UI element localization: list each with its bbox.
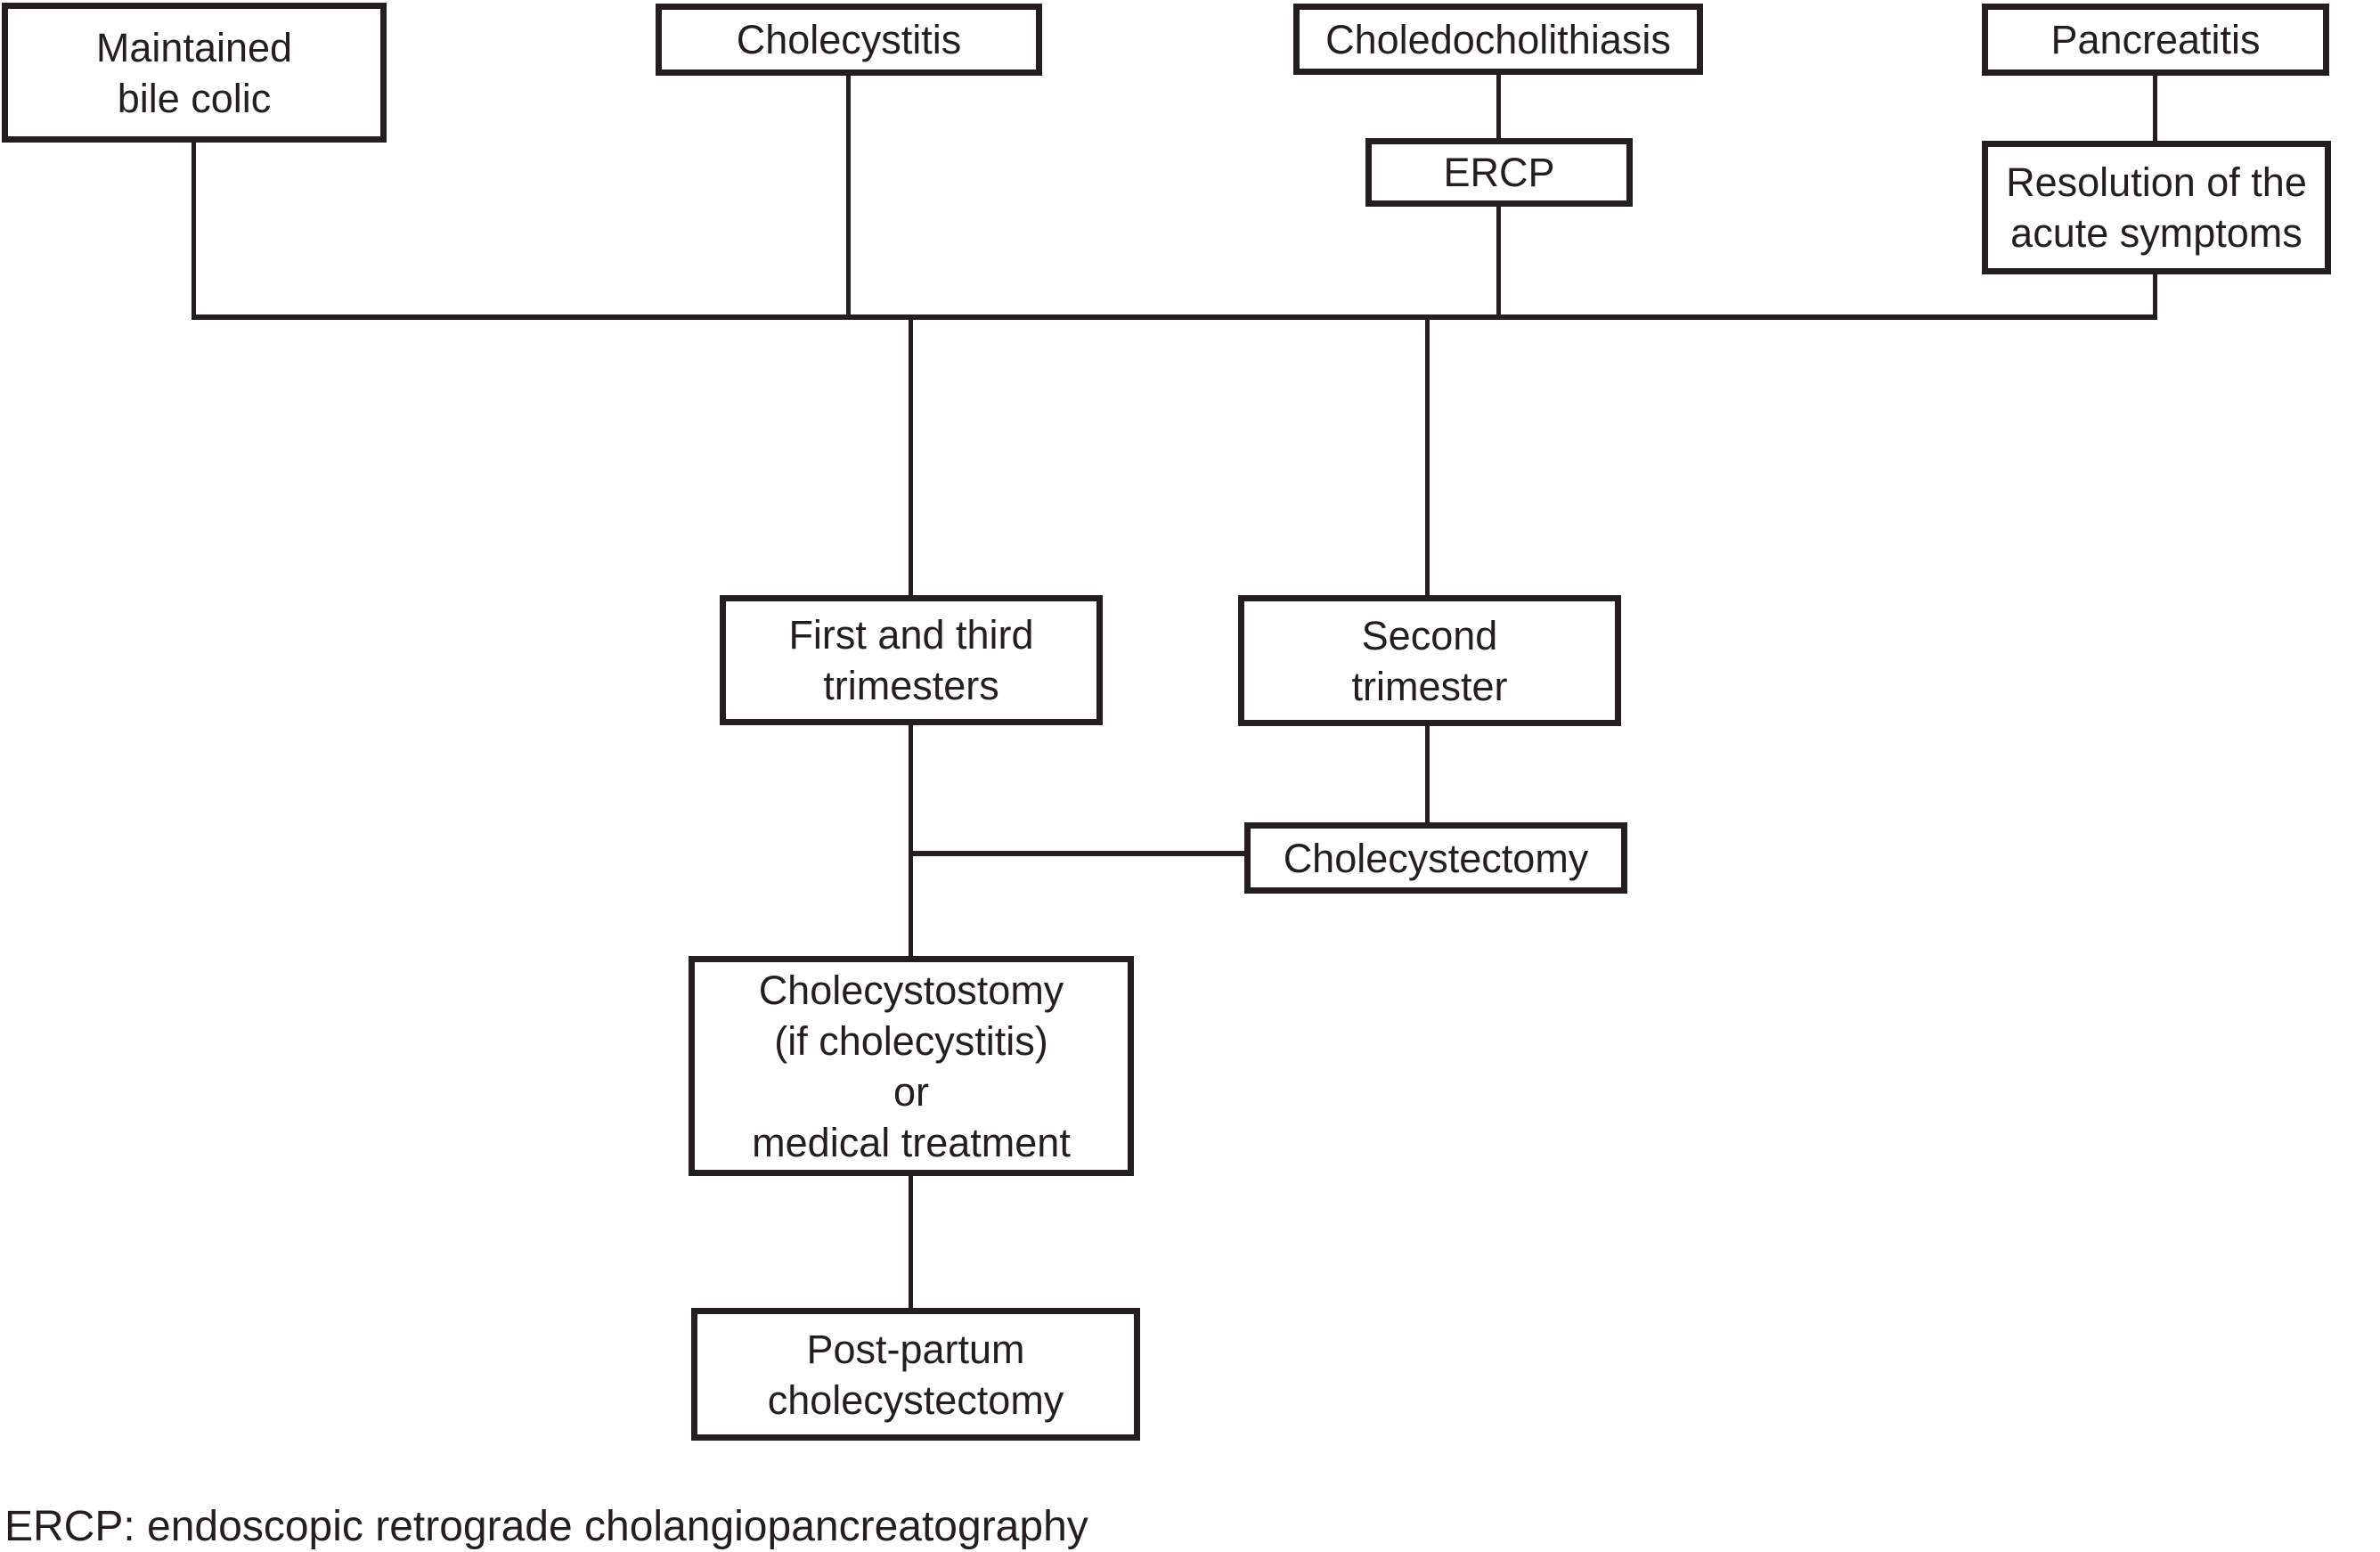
box-first-third-trimesters: First and third trimesters <box>720 595 1103 725</box>
connector-main-to-second <box>1425 317 1430 599</box>
box-ercp: ERCP <box>1365 138 1633 207</box>
connector-first-third-down <box>909 722 913 960</box>
connector-second-to-cholecystectomy <box>1425 723 1430 826</box>
connector-main-to-first-third <box>909 317 913 599</box>
box-cholecystectomy: Cholecystectomy <box>1244 822 1627 894</box>
connector-cholecystostomy-to-postpartum <box>909 1172 913 1311</box>
box-resolution-acute-symptoms: Resolution of the acute symptoms <box>1982 141 2331 274</box>
connector-pancreatitis-to-resolution <box>2153 71 2157 145</box>
connector-main-horizontal <box>192 314 2157 320</box>
connector-cholecystitis-down <box>846 71 851 320</box>
box-choledocholithiasis: Choledocholithiasis <box>1293 4 1703 75</box>
footnote-ercp-definition: ERCP: endoscopic retrograde cholangiopan… <box>4 1503 1088 1550</box>
connector-ercp-down <box>1496 203 1501 320</box>
box-cholecystostomy-or-medical: Cholecystostomy (if cholecystitis) or me… <box>689 956 1134 1176</box>
box-maintained-bile-colic: Maintained bile colic <box>2 3 387 143</box>
connector-maintained-down <box>192 138 196 320</box>
box-cholecystitis: Cholecystitis <box>656 4 1042 76</box>
box-second-trimester: Second trimester <box>1238 595 1621 726</box>
box-pancreatitis: Pancreatitis <box>1982 4 2329 76</box>
connector-choledocholithiasis-to-ercp <box>1496 71 1501 143</box>
connector-branch-to-cholecystectomy <box>909 851 1249 856</box>
box-postpartum-cholecystectomy: Post-partum cholecystectomy <box>691 1308 1140 1441</box>
connector-resolution-down <box>2153 270 2157 320</box>
